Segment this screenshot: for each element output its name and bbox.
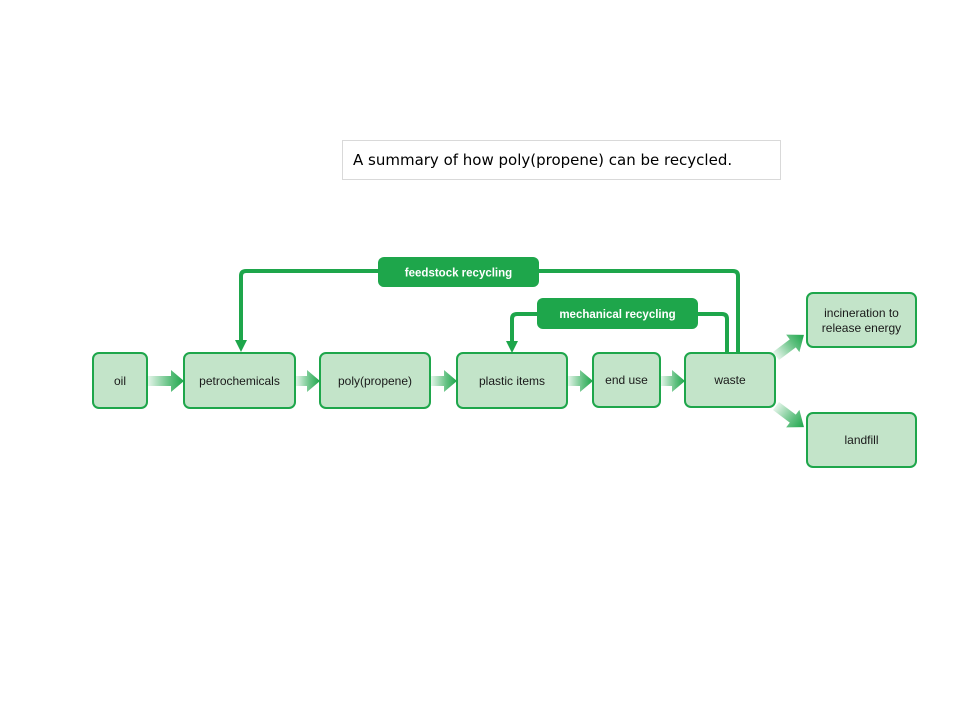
feedstock-arrowhead	[235, 340, 247, 352]
arrow-plastic-items-to-end-use	[568, 370, 593, 392]
node-oil: oil	[92, 352, 148, 409]
node-end-use-label: end use	[605, 373, 648, 387]
feedstock-recycling-loop: feedstock recycling	[235, 257, 740, 352]
feedstock-recycling-label: feedstock recycling	[405, 268, 512, 280]
node-petrochemicals: petrochemicals	[183, 352, 296, 409]
mechanical-recycling-label-box	[537, 298, 698, 329]
feedstock-recycling-label-box	[378, 257, 539, 287]
arrow-oil-to-petrochemicals	[148, 370, 184, 392]
node-petrochemicals-label: petrochemicals	[199, 374, 280, 388]
node-incineration-label-line1: incineration to	[824, 306, 899, 320]
arrow-waste-to-landfill	[772, 402, 804, 428]
node-waste: waste	[684, 352, 776, 408]
mechanical-recycling-loop: mechanical recycling	[506, 298, 729, 353]
node-plastic-items-label: plastic items	[479, 374, 545, 388]
node-polypropene: poly(propene)	[319, 352, 431, 409]
node-waste-label: waste	[713, 373, 746, 387]
arrow-polypropene-to-plastic-items	[431, 370, 457, 392]
node-oil-label: oil	[114, 374, 126, 388]
arrow-petrochemicals-to-polypropene	[296, 370, 320, 392]
node-incineration: incineration to release energy	[806, 292, 917, 348]
node-plastic-items: plastic items	[456, 352, 568, 409]
mechanical-recycling-label: mechanical recycling	[559, 309, 675, 321]
node-incineration-label-line2: release energy	[822, 321, 901, 335]
process-boxes: oil petrochemicals poly(propene) plastic…	[92, 292, 917, 468]
figure-caption: A summary of how poly(propene) can be re…	[342, 140, 781, 180]
flow-arrows	[148, 370, 685, 392]
node-polypropene-label: poly(propene)	[338, 374, 412, 388]
mechanical-arrowhead	[506, 341, 518, 353]
arrow-waste-to-incineration	[772, 334, 804, 360]
arrow-end-use-to-waste	[661, 370, 685, 392]
waste-outputs	[772, 334, 804, 428]
node-landfill-label: landfill	[844, 433, 878, 447]
node-landfill: landfill	[806, 412, 917, 468]
node-end-use: end use	[592, 352, 661, 408]
